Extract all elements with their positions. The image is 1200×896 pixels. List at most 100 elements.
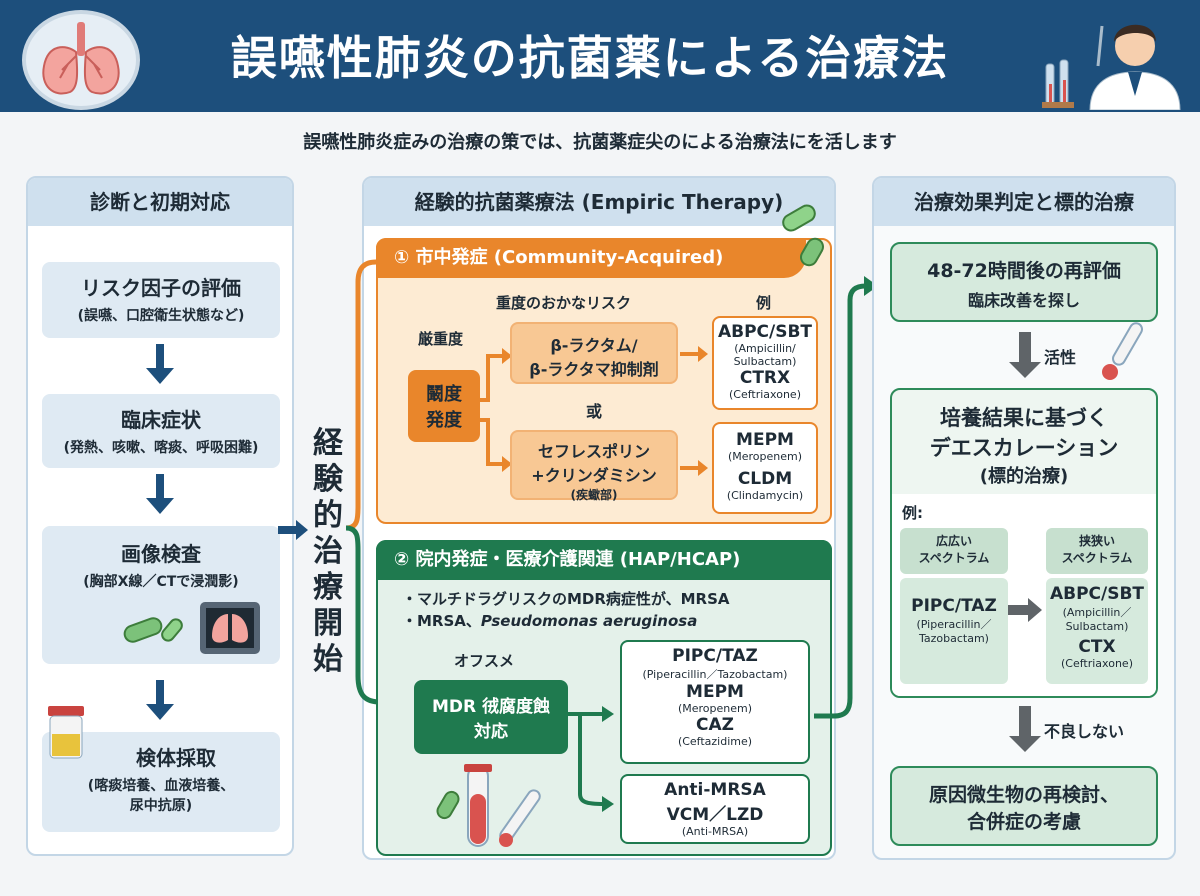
drug-name: CLDM xyxy=(737,469,793,489)
step-title: 画像検査 xyxy=(121,542,201,566)
arrow-down-icon xyxy=(1009,736,1041,752)
example-label: 例 xyxy=(756,294,772,312)
broad-spectrum-header: 広広い スペクトラム xyxy=(900,528,1008,574)
reconsider-box: 原因微生物の再検討、 合併症の考慮 xyxy=(890,766,1158,846)
drug-name: MEPM xyxy=(736,430,794,450)
drug-sub: (Ampicillin／ xyxy=(1062,606,1132,619)
narrow-spectrum-drug: ABPC/SBT (Ampicillin／ Sulbactam) CTX (Ce… xyxy=(1046,578,1148,684)
example-label: 例: xyxy=(902,504,923,522)
regimen-cephalosporin: セフレスポリン +クリンダミシン (疾蠍部) xyxy=(510,430,678,502)
arrow-down-icon xyxy=(1019,706,1031,736)
column-header: 経験的抗菌薬療法 (Empiric Therapy) xyxy=(364,178,834,226)
arrow-right-icon xyxy=(680,458,710,478)
final-text: 原因微生物の再検討、 xyxy=(928,784,1119,806)
mdr-split-arrows xyxy=(566,690,618,820)
arrow-down-icon xyxy=(146,368,174,384)
arrow-down-icon xyxy=(156,680,164,706)
regimen-text: β-ラクタマ抑制剤 xyxy=(529,360,659,379)
deesc-text: (標的治療) xyxy=(979,466,1069,487)
organism-name: Pseudomonas aeruginosa xyxy=(480,612,698,630)
regimen-text: +クリンダミシン xyxy=(531,466,657,485)
drug-name: ABPC/SBT xyxy=(717,322,813,342)
severity-text: 鬫度 xyxy=(426,384,462,405)
regimen-beta-lactam: β-ラクタム/ β-ラクタマ抑制剤 xyxy=(510,322,678,384)
drug-name: PIPC/TAZ xyxy=(672,646,758,666)
drug-sub: (Piperacillin／Tazobactam) xyxy=(642,668,788,681)
flow-arrow-right-icon xyxy=(278,520,308,540)
drug-name: CTRX xyxy=(739,368,791,388)
deesc-text: 培養結果に基づく xyxy=(940,406,1108,430)
active-label: 活性 xyxy=(1044,348,1077,367)
narrow-spectrum-header: 挟狭い スペクトラム xyxy=(1046,528,1148,574)
mdr-box: MDR 㣝腐度蝕 対応 xyxy=(414,680,568,754)
vertical-char: 験 xyxy=(313,462,343,497)
broad-spectrum-drug: PIPC/TAZ (Piperacillin／ Tazobactam) xyxy=(900,578,1008,684)
step-desc: (胸部X線／CTで浸潤影) xyxy=(83,574,239,590)
poor-response-label: 不良しない xyxy=(1044,722,1125,741)
clinical-symptoms-box: 臨床症状 (発熱、咳嗽、喀痰、呼吸困難) xyxy=(42,394,280,468)
bullet-text: ・マルチドラグリスクのMDR病症性が、MRSA xyxy=(402,590,730,608)
column-header: 治療効果判定と標的治療 xyxy=(874,178,1174,226)
drug-sub: (Clindamycin) xyxy=(726,489,804,502)
drug-name: CAZ xyxy=(696,715,734,735)
risk-factor-box: リスク因子の評価 (誤嚥、口腔衛生状態など) xyxy=(42,262,280,338)
drug-sub: (Meropenem) xyxy=(677,702,753,715)
arrow-down-icon xyxy=(156,344,164,370)
community-example-1: ABPC/SBT (Ampicillin/ Sulbactam) CTRX (C… xyxy=(712,316,818,410)
drug-sub: (Anti-MRSA) xyxy=(681,825,749,838)
spectrum-label: 広広い xyxy=(935,534,972,548)
thermometer-icon xyxy=(1094,318,1150,382)
branch-connector xyxy=(344,256,384,716)
spectrum-label: 挟狭い xyxy=(1078,534,1115,548)
risk-label: 重度のおかなリスク xyxy=(496,294,632,312)
arrow-down-icon xyxy=(156,474,164,500)
spectrum-label: スペクトラム xyxy=(1061,551,1133,565)
specimen-cup-icon xyxy=(42,702,92,762)
empiric-start-label: 経 験 的 治 療 開 始 xyxy=(308,426,348,678)
hospital-example-1: PIPC/TAZ (Piperacillin／Tazobactam) MEPM … xyxy=(620,640,810,764)
bacteria-icon xyxy=(120,606,190,656)
step-title: 検体採取 xyxy=(136,746,216,770)
bacteria-icon xyxy=(772,204,832,274)
test-tube-icon xyxy=(430,764,570,852)
drug-sub: (Ceftriaxone) xyxy=(1061,657,1133,670)
vertical-char: 始 xyxy=(313,642,343,677)
regimen-text: β-ラクタム/ xyxy=(550,336,638,355)
reeval-text: 臨床改善を探し xyxy=(967,291,1080,310)
severity-box: 鬫度 発度 xyxy=(408,370,480,442)
vertical-char: 経 xyxy=(313,426,343,461)
step-desc: (誤嚥、口腔衛生状態など) xyxy=(77,308,245,324)
drug-sub: Sulbactam) xyxy=(1065,620,1129,633)
xray-icon xyxy=(198,600,262,656)
step-title: 臨床症状 xyxy=(121,408,201,432)
regimen-text: (疾蠍部) xyxy=(570,488,618,502)
vertical-char: 的 xyxy=(313,498,343,533)
vertical-char: 治 xyxy=(313,534,343,569)
community-example-2: MEPM (Meropenem) CLDM (Clindamycin) xyxy=(712,422,818,514)
step-title: リスク因子の評価 xyxy=(81,276,241,300)
arrow-down-icon xyxy=(1009,362,1041,378)
page-title: 誤嚥性肺炎の抗菌薬による治療法 xyxy=(230,31,950,85)
bullet-text: ・MRSA、Pseudomonas aeruginosa xyxy=(402,610,697,631)
arrow-down-icon xyxy=(146,498,174,514)
drug-name: MEPM xyxy=(686,682,744,702)
arrow-down-icon xyxy=(146,704,174,720)
community-acquired-header: ① 市中発症 (Community-Acquired) xyxy=(376,238,806,278)
reeval-text: 48-72時間後の再評価 xyxy=(927,260,1121,282)
reevaluation-box: 48-72時間後の再評価 臨床改善を探し xyxy=(890,242,1158,322)
flow-connector xyxy=(812,270,882,730)
bullet-prefix: ・MRSA、 xyxy=(402,612,481,630)
severity-text: 発度 xyxy=(426,410,462,431)
step-desc: 尿中抗原) xyxy=(129,798,193,814)
hospital-example-2: Anti-MRSA VCM／LZD (Anti-MRSA) xyxy=(620,774,810,844)
mdr-text: MDR 㣝腐度蝕 xyxy=(431,697,551,717)
or-label: 或 xyxy=(586,402,603,421)
severity-label: 厳重度 xyxy=(418,330,464,348)
spectrum-label: スペクトラム xyxy=(918,551,990,565)
drug-sub: Sulbactam) xyxy=(733,355,797,368)
subtitle: 誤嚥性肺炎症みの治療の策では、抗菌薬症尖のによる治療法にを活します xyxy=(303,132,897,153)
header-banner xyxy=(0,0,1200,112)
mdr-text: 対応 xyxy=(474,722,508,742)
vertical-char: 療 xyxy=(313,570,343,605)
drug-name: PIPC/TAZ xyxy=(911,596,997,616)
